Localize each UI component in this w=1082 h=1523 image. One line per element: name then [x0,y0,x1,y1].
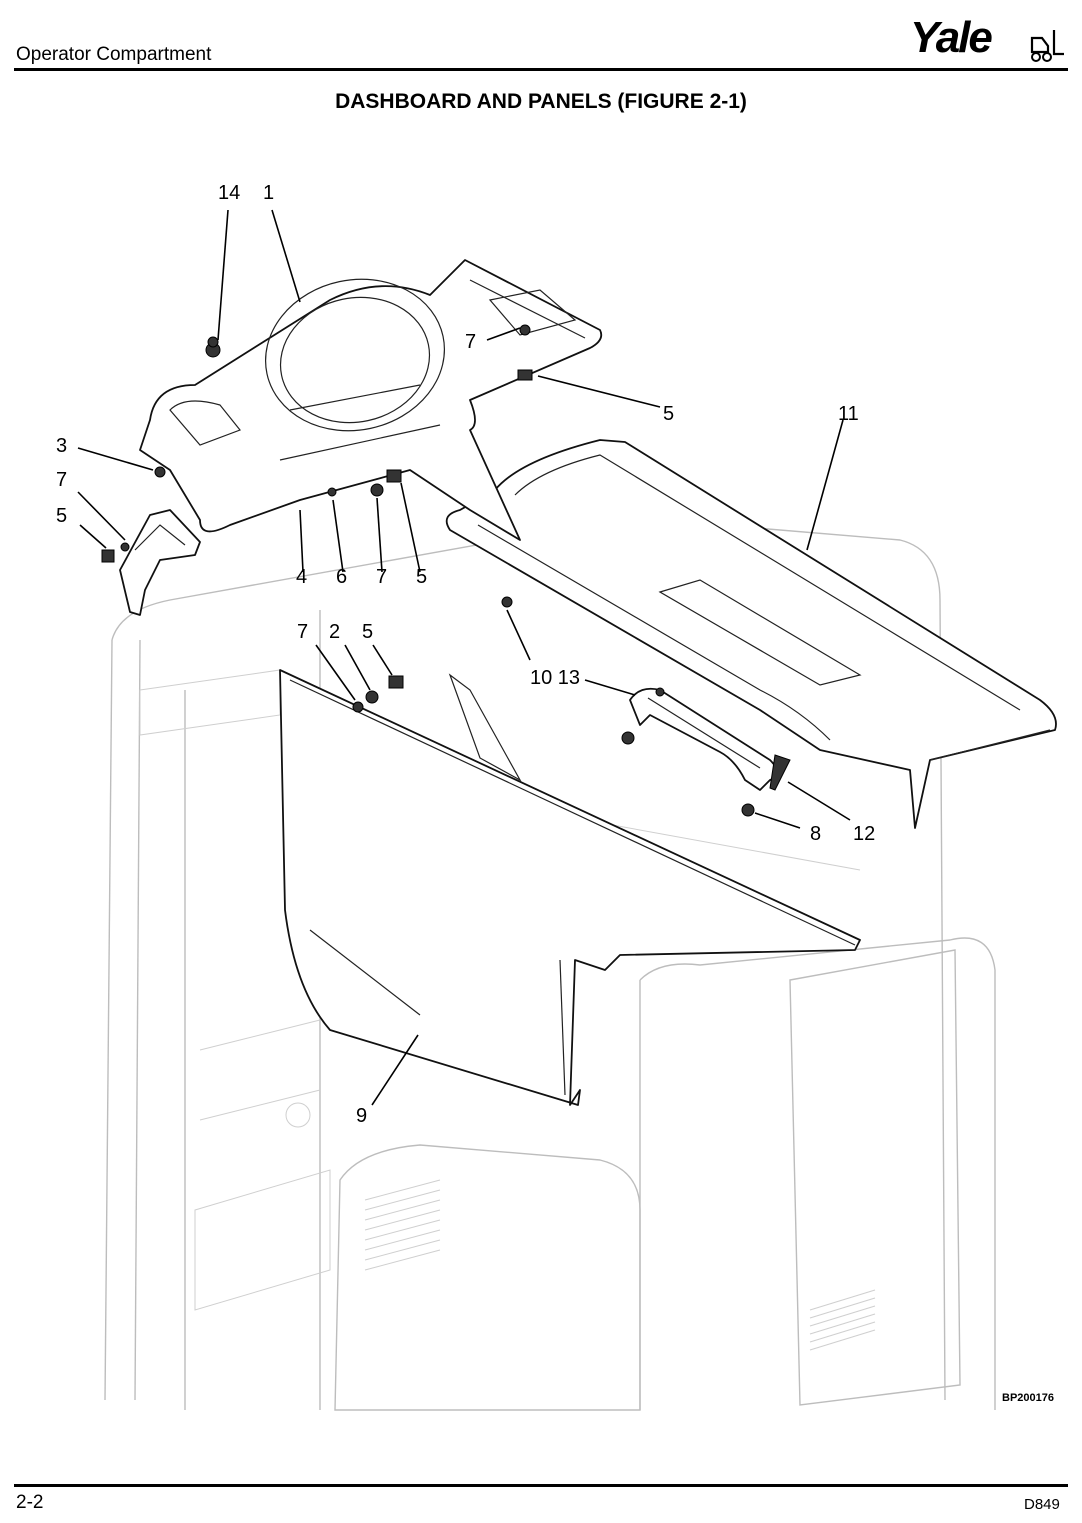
header-rule [14,68,1068,71]
callout-10-13: 10 13 [530,667,580,689]
page-number: 2-2 [16,1492,44,1513]
callout-8: 8 [810,823,821,845]
figure-code: BP200176 [1002,1392,1054,1404]
callout-5-left: 5 [56,505,67,527]
callout-7-lower: 7 [297,621,308,643]
truck-body-outline [104,522,996,1411]
left-bracket [119,509,201,616]
rear-tray [445,439,1057,829]
section-title: Operator Compartment [16,44,212,65]
yale-logo: Yale [910,16,1070,64]
callout-labels: 14 1 7 5 11 3 7 5 4 6 7 5 7 2 5 10 13 8 … [56,182,875,1127]
callout-7-top: 7 [465,331,476,353]
callout-3: 3 [56,435,67,457]
callout-11: 11 [838,403,859,425]
callout-4: 4 [296,566,307,588]
dashboard-housing [139,259,603,541]
front-vent-grille [364,1179,441,1271]
footer-rule [14,1484,1068,1487]
page-title: DASHBOARD AND PANELS (FIGURE 2-1) [335,90,747,113]
forklift-icon [1030,30,1064,62]
callout-5-lower: 5 [362,621,373,643]
front-panel [279,669,861,1106]
callout-12: 12 [853,823,875,845]
side-vent-grille [809,1289,876,1351]
fasteners [101,324,791,817]
leader-lines [77,209,851,1106]
exploded-parts-diagram: 14 1 7 5 11 3 7 5 4 6 7 5 7 2 5 10 13 8 … [56,182,1057,1411]
callout-6: 6 [336,566,347,588]
callout-7-mid: 7 [376,566,387,588]
callout-7-left: 7 [56,469,67,491]
callout-14: 14 [218,182,240,204]
callout-9: 9 [356,1105,367,1127]
callout-5-top: 5 [663,403,674,425]
document-number: D849 [1024,1496,1060,1513]
callout-1: 1 [263,182,274,204]
callout-2: 2 [329,621,340,643]
logo-text: Yale [910,13,993,62]
callout-5-mid: 5 [416,566,427,588]
